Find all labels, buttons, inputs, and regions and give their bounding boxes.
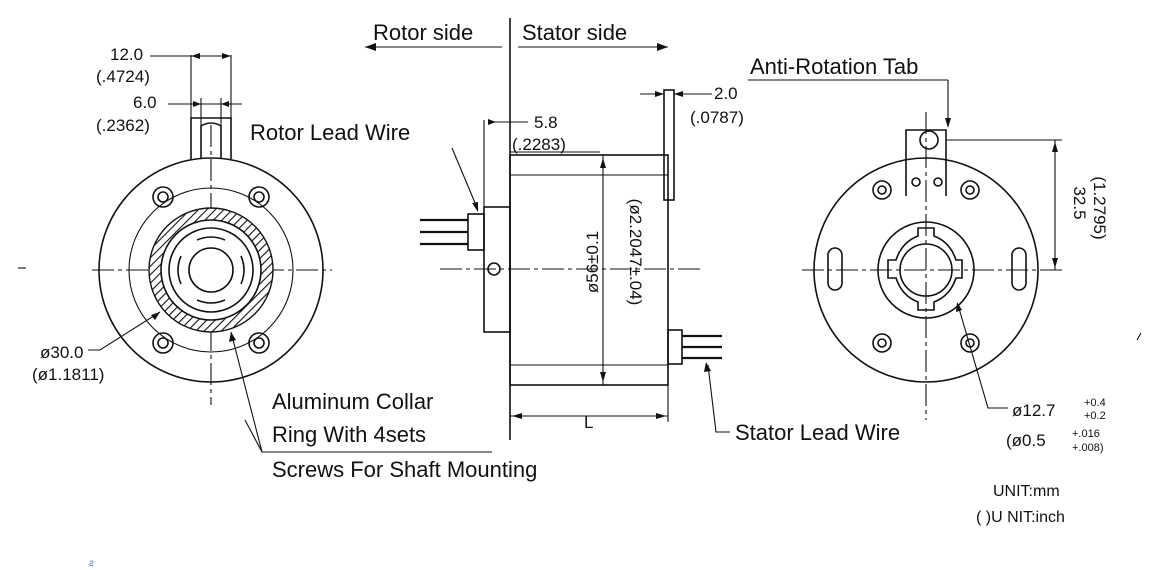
right-left-slot [827, 247, 843, 291]
slot-width-in: (.2362) [96, 116, 150, 135]
left-bolt-circle [128, 187, 294, 353]
label-stator-side: Stator side [522, 20, 627, 45]
bore-mm-tol-lower: +0.2 [1084, 410, 1106, 422]
tab-width-in: (.4724) [96, 67, 150, 86]
bore-diameter-mm: ø12.7 [1012, 401, 1055, 420]
tab-height-mm: 32.5 [1070, 186, 1089, 219]
label-aluminum-collar: Aluminum Collar [272, 389, 433, 414]
right-outer-circle [813, 157, 1039, 383]
right-bore-inner [899, 243, 953, 297]
slot-width-mm: 6.0 [133, 93, 157, 112]
body-diameter-mm: ø56±0.1 [583, 231, 602, 293]
right-view: Anti-Rotation Tab 32.5 (1.2795) ø12.7 +0… [748, 54, 1142, 454]
tab-width-mm: 12.0 [110, 45, 143, 64]
unit-mm: UNIT:mm [993, 483, 1060, 500]
label-anti-rotation-tab: Anti-Rotation Tab [750, 54, 918, 79]
left-view: 12.0 (.4724) 6.0 (.2362) ø30.0 (ø1.1811)… [18, 45, 537, 482]
body-diameter-in: (ø2.2047±.04) [626, 199, 645, 306]
stray-mark: ƨ [89, 558, 94, 569]
side-anti-rotation-tab [663, 89, 675, 201]
bore-in-tol-upper: +.016 [1072, 428, 1100, 440]
left-collar-bore [160, 219, 262, 321]
units-note: UNIT:mm ( )U NIT:inch [976, 483, 1065, 526]
length-dimension: L [584, 413, 593, 432]
left-rotor-slots [168, 227, 254, 313]
left-mounting-holes [152, 186, 270, 354]
label-screws-shaft-mounting: Screws For Shaft Mounting [272, 457, 537, 482]
right-mounting-holes [872, 180, 980, 353]
right-bore-outer [877, 221, 975, 319]
right-anti-rotation-tab [905, 129, 947, 196]
label-rotor-lead-wire: Rotor Lead Wire [250, 120, 410, 145]
right-keyed-bore [887, 227, 963, 311]
flange-thickness-in: (.2283) [512, 135, 566, 154]
left-tab [190, 117, 232, 159]
bore-diameter-in: (ø0.5 [1006, 431, 1046, 450]
left-outer-flange-circle [98, 157, 324, 383]
bore-in-tol-lower: +.008) [1072, 442, 1104, 454]
unit-inch: ( )U NIT:inch [976, 509, 1065, 526]
rotor-lead-wires [420, 213, 485, 251]
side-view: Rotor side Stator side [250, 18, 900, 445]
tab-thickness-in: (.0787) [690, 108, 744, 127]
label-rotor-side: Rotor side [373, 20, 473, 45]
label-ring-with-4sets: Ring With 4sets [272, 422, 426, 447]
right-right-slot [1011, 247, 1027, 291]
stator-lead-wires [667, 329, 722, 365]
tab-height-in: (1.2795) [1090, 176, 1109, 239]
label-stator-lead-wire: Stator Lead Wire [735, 420, 900, 445]
rotor-diameter-in: (ø1.1811) [32, 365, 104, 384]
bore-mm-tol-upper: +0.4 [1084, 397, 1106, 409]
flange-thickness-mm: 5.8 [534, 113, 558, 132]
stator-body [509, 154, 669, 386]
rotor-diameter-mm: ø30.0 [40, 343, 83, 362]
tab-thickness-mm: 2.0 [714, 84, 738, 103]
